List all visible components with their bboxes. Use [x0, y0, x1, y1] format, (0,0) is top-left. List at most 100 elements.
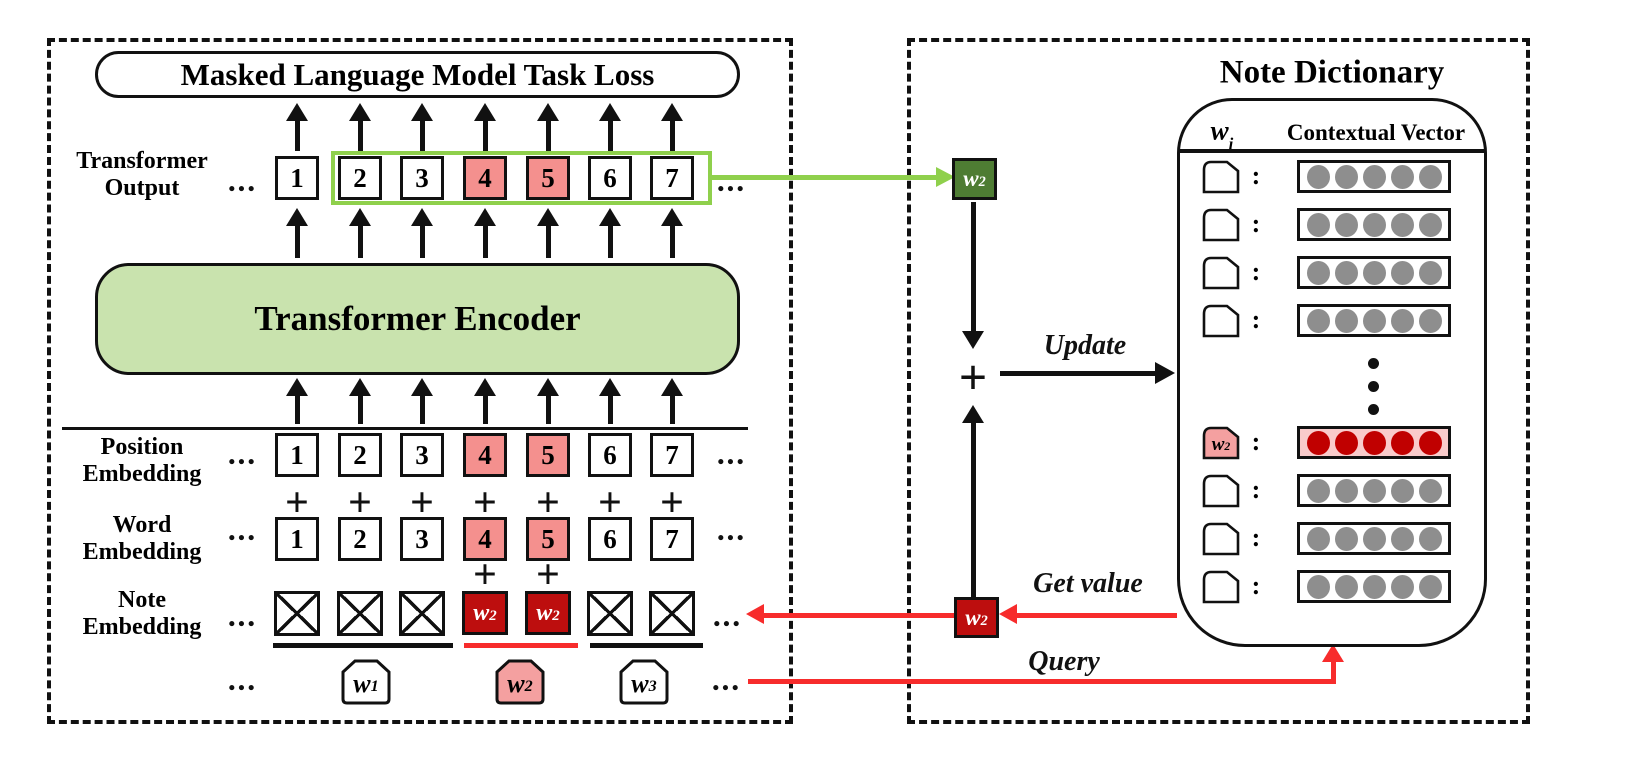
output-token-3: 3: [400, 156, 444, 200]
output-token-2: 2: [338, 156, 382, 200]
ellipsis-dot: [1368, 358, 1379, 369]
vector-dot: [1390, 574, 1414, 599]
vector-dot: [1334, 430, 1358, 455]
vector-dot: [1418, 478, 1442, 503]
position-word-plus: +: [410, 480, 434, 526]
position-token-1: 1: [275, 433, 319, 477]
vector-dot: [1390, 526, 1414, 551]
ellipsis-dot: [1368, 404, 1379, 415]
vector-dot: [1334, 212, 1358, 237]
ellipsis: •••: [228, 452, 258, 473]
word-token-3: 3: [400, 517, 444, 561]
transformer-encoder-label: Transformer Encoder: [254, 299, 581, 338]
masked-note-box: [587, 591, 633, 636]
vector-dot: [1390, 308, 1414, 333]
embedding-to-encoder-arrow: [661, 378, 683, 424]
vector-dot: [1390, 478, 1414, 503]
vector-dot: [1334, 164, 1358, 189]
masked-note-box: [399, 591, 445, 636]
embedding-to-encoder-arrow: [286, 378, 308, 424]
mlm-task-loss-box: Masked Language Model Task Loss: [95, 51, 740, 98]
embedding-to-encoder-arrow: [599, 378, 621, 424]
dict-row-colon: :: [1251, 475, 1261, 504]
ellipsis: •••: [228, 678, 258, 699]
word-note-plus: +: [473, 552, 497, 598]
dict-row-colon: :: [1251, 161, 1261, 190]
vector-dot: [1334, 478, 1358, 503]
embedding-to-encoder-arrow: [411, 378, 433, 424]
position-word-plus: +: [473, 480, 497, 526]
ellipsis: •••: [228, 614, 258, 635]
segment-underline-highlighted: [464, 643, 578, 648]
mlm-task-loss-label: Masked Language Model Task Loss: [180, 56, 655, 92]
dict-key-tag: [1202, 160, 1240, 194]
vector-dot: [1362, 526, 1386, 551]
word-token-4: 4: [463, 517, 507, 561]
value-to-note-arrow: [764, 613, 954, 618]
position-token-4: 4: [463, 433, 507, 477]
output-to-chip-arrowhead: [936, 167, 955, 187]
output-to-chip-arrow: [711, 175, 938, 180]
aggregate-plus-symbol: +: [958, 349, 988, 405]
position-word-plus: +: [285, 480, 309, 526]
dict-contextual-vector: [1297, 522, 1451, 555]
vector-dot: [1418, 574, 1442, 599]
vector-dot: [1362, 430, 1386, 455]
dictionary-header-divider: [1179, 149, 1485, 153]
vector-dot: [1306, 164, 1330, 189]
vector-dot: [1306, 526, 1330, 551]
query-line-horizontal: [748, 679, 1336, 684]
note-label-line1: Note: [118, 587, 166, 613]
update-label: Update: [1043, 330, 1127, 361]
position-word-plus: +: [660, 480, 684, 526]
dictionary-more-rows-ellipsis: [1368, 352, 1379, 421]
vector-dot: [1306, 260, 1330, 285]
dictionary-panel-border: [907, 38, 1530, 724]
dict-row-colon: :: [1251, 571, 1261, 600]
position-word-plus: +: [598, 480, 622, 526]
ellipsis: •••: [228, 528, 258, 549]
vector-dot: [1362, 308, 1386, 333]
ellipsis: •••: [228, 179, 258, 200]
transformer-encoder-box: Transformer Encoder: [95, 263, 740, 375]
ellipsis: •••: [717, 452, 747, 473]
dictionary-value-column-header: Contextual Vector: [1286, 120, 1466, 145]
output-to-loss-arrow: [599, 103, 621, 151]
position-label-line2: Embedding: [82, 461, 202, 487]
vector-dot: [1362, 478, 1386, 503]
value-to-note-arrowhead: [746, 604, 764, 624]
position-token-3: 3: [400, 433, 444, 477]
dict-key-tag: [1202, 304, 1240, 338]
transformer-output-label: Transformer Output: [52, 148, 232, 202]
encoder-to-output-arrow: [599, 208, 621, 258]
word-label-line2: Embedding: [82, 539, 202, 565]
word-token-1: 1: [275, 517, 319, 561]
encoder-to-output-arrow: [537, 208, 559, 258]
word-token-6: 6: [588, 517, 632, 561]
dict-key-tag: [1202, 522, 1240, 556]
vector-dot: [1418, 260, 1442, 285]
segment-underline-right: [590, 643, 703, 648]
vector-dot: [1390, 260, 1414, 285]
get-value-label: Get value: [1033, 568, 1143, 599]
dict-key-tag: [1202, 570, 1240, 604]
dict-row-colon: :: [1251, 305, 1261, 334]
position-token-5: 5: [526, 433, 570, 477]
encoder-to-output-arrow: [349, 208, 371, 258]
query-line-vertical: [1331, 660, 1336, 684]
output-token-5: 5: [526, 156, 570, 200]
vector-dot: [1362, 164, 1386, 189]
vector-dot: [1390, 212, 1414, 237]
segment-underline-left: [273, 643, 453, 648]
masked-note-box: [274, 591, 320, 636]
